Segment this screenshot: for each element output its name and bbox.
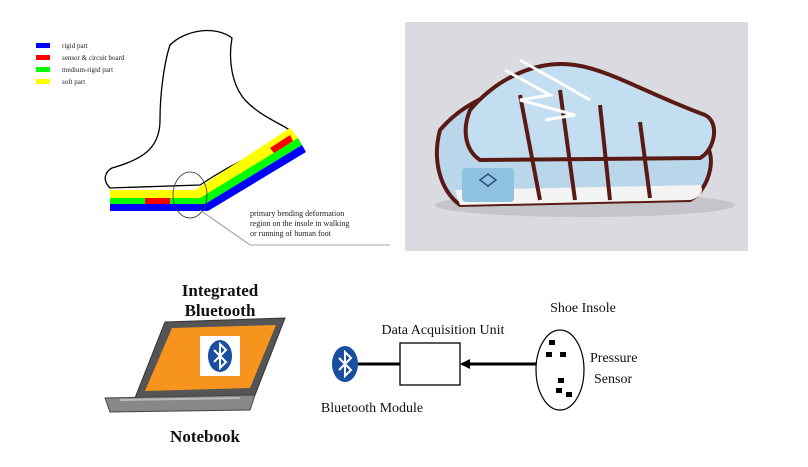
annotation-text: region on the insole in walking xyxy=(250,219,349,228)
shoe-insole-label: Shoe Insole xyxy=(550,301,616,316)
shoe-insole-outline xyxy=(535,329,585,411)
rigid-layer xyxy=(110,145,306,211)
daq-label: Data Acquisition Unit xyxy=(382,323,505,338)
legend-swatch-soft xyxy=(36,79,50,84)
integrated-bluetooth-label: Integrated xyxy=(182,281,259,300)
pressure-sensor-label: Sensor xyxy=(594,372,632,387)
data-acquisition-unit-box xyxy=(399,342,461,386)
integrated-bluetooth-label: Bluetooth xyxy=(185,301,256,320)
legend-label: rigid part xyxy=(62,42,88,50)
insole-layer-diagram: rigid part sensor & circuit board medium… xyxy=(36,29,390,246)
arrow-head xyxy=(460,359,470,369)
legend-label: medium-rigid part xyxy=(62,66,113,74)
legend-swatch-sensor xyxy=(36,55,50,60)
bending-region-marker xyxy=(172,171,208,219)
notebook-laptop-icon xyxy=(104,317,286,413)
annotation-leader xyxy=(199,209,390,246)
legend-swatch-rigid xyxy=(36,43,50,48)
notebook-label: Notebook xyxy=(170,427,240,446)
pressure-sensor-dots xyxy=(546,340,572,397)
annotation-text: primary bending deformation xyxy=(250,209,344,218)
sensor-module-box xyxy=(462,168,514,202)
legend-label: sensor & circuit board xyxy=(62,54,125,62)
system-block-diagram: Integrated Bluetooth Notebook Data Acqui… xyxy=(104,281,637,446)
smart-shoe-photo xyxy=(405,22,748,251)
annotation-text: or running of human foot xyxy=(250,229,332,238)
pressure-sensor-label: Pressure xyxy=(590,351,637,366)
legend-label: soft part xyxy=(62,78,85,86)
bluetooth-module-label: Bluetooth Module xyxy=(321,401,423,416)
soft-layer xyxy=(110,128,298,198)
legend-swatch-medium xyxy=(36,67,50,72)
